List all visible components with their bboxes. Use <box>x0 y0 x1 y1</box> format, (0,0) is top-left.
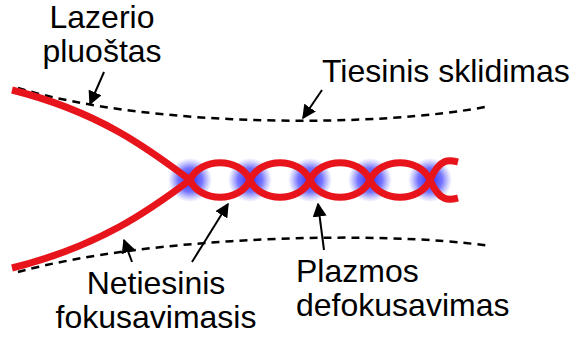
callout-label: Lazerio pluoštas <box>12 0 192 68</box>
laser-beam <box>12 90 190 180</box>
leader-line <box>124 240 132 262</box>
callout-label: Plazmos defokusavimas <box>296 254 558 322</box>
filament-strand <box>190 163 458 200</box>
laser-beam <box>12 180 190 268</box>
leader-line <box>90 72 104 104</box>
callout-label: Tiesinis sklidimas <box>322 54 570 88</box>
leader-line <box>303 90 322 118</box>
leader-line <box>192 204 228 262</box>
leader-line <box>318 204 324 250</box>
callout-label: Netiesinis fokusavimasis <box>40 266 272 334</box>
